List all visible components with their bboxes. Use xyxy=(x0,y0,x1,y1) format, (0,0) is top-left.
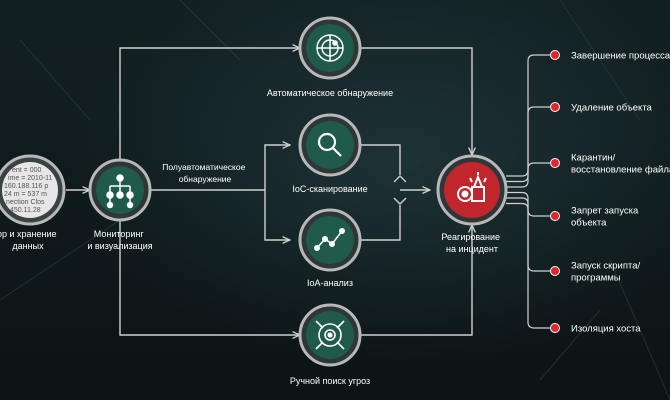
connector-monitor-manual xyxy=(119,190,300,335)
action-bullet xyxy=(550,266,560,276)
action-bullet xyxy=(550,158,560,168)
action-connector xyxy=(506,106,550,183)
action-label: Удаление объекта xyxy=(571,103,653,114)
semi-auto-label: Полуавтоматическое обнаружение xyxy=(162,162,247,184)
connectors xyxy=(66,48,472,335)
connector-auto-response xyxy=(360,47,472,155)
log-line: 450.11.28 xyxy=(10,207,41,214)
connector-ioa-merge xyxy=(360,205,401,241)
action-bullet xyxy=(550,50,560,60)
action-fan-lines xyxy=(506,54,550,329)
radar-icon xyxy=(316,34,344,62)
connector-split-ioc xyxy=(264,145,290,190)
node-monitor-label: Мониторинг и визуализация xyxy=(87,229,152,251)
connector-split-ioa xyxy=(264,190,290,240)
action-connector xyxy=(506,202,550,329)
node-auto xyxy=(298,16,362,80)
node-manual-label: Ручной поиск угроз xyxy=(290,376,370,386)
log-line: ent = 000 xyxy=(12,167,41,174)
connector-manual-response xyxy=(360,225,472,336)
node-ioa xyxy=(298,208,362,272)
action-label: Завершение процесса xyxy=(571,51,670,62)
alarm-icon xyxy=(457,172,487,202)
connector-merge-arrow-up xyxy=(393,175,407,183)
action-connector xyxy=(506,162,550,188)
log-line: nection Clos xyxy=(6,199,45,206)
node-ioc xyxy=(298,113,362,177)
connector-merge-arrow-down xyxy=(393,197,407,205)
action-bullet xyxy=(550,323,560,333)
node-manual xyxy=(298,303,362,367)
node-collect-label: ор и хранение данных xyxy=(0,229,59,251)
hierarchy-icon xyxy=(106,174,134,209)
action-bullet xyxy=(550,102,560,112)
node-response xyxy=(436,154,508,226)
action-label: Изоляция хоста xyxy=(571,324,641,335)
target-hunt-icon xyxy=(315,320,345,350)
log-data-icon: ent = 000 ime = 2010-11 160.188.116 p 24… xyxy=(4,167,53,214)
line-chart-icon xyxy=(314,228,346,252)
magnifier-icon xyxy=(317,132,342,157)
node-response-label: Реагирование на инцидент xyxy=(441,232,502,254)
action-label: Запуск скрипта/программы xyxy=(571,261,641,284)
node-ioc-label: IoC-сканирование xyxy=(292,184,367,194)
node-monitor xyxy=(88,158,152,222)
node-ioa-label: IoA-анализ xyxy=(307,278,353,288)
action-bullet xyxy=(550,211,560,221)
node-auto-label: Автоматическое обнаружение xyxy=(267,88,393,98)
action-label: Карантин/восстановление файла xyxy=(571,153,670,176)
log-line: ime = 2010-11 xyxy=(8,175,53,182)
connector-ioc-merge xyxy=(360,144,401,175)
log-line: 160.188.116 p xyxy=(4,183,48,190)
node-collect: ent = 000 ime = 2010-11 160.188.116 p 24… xyxy=(0,154,66,226)
log-line: 24 m = 537 m xyxy=(4,191,47,198)
